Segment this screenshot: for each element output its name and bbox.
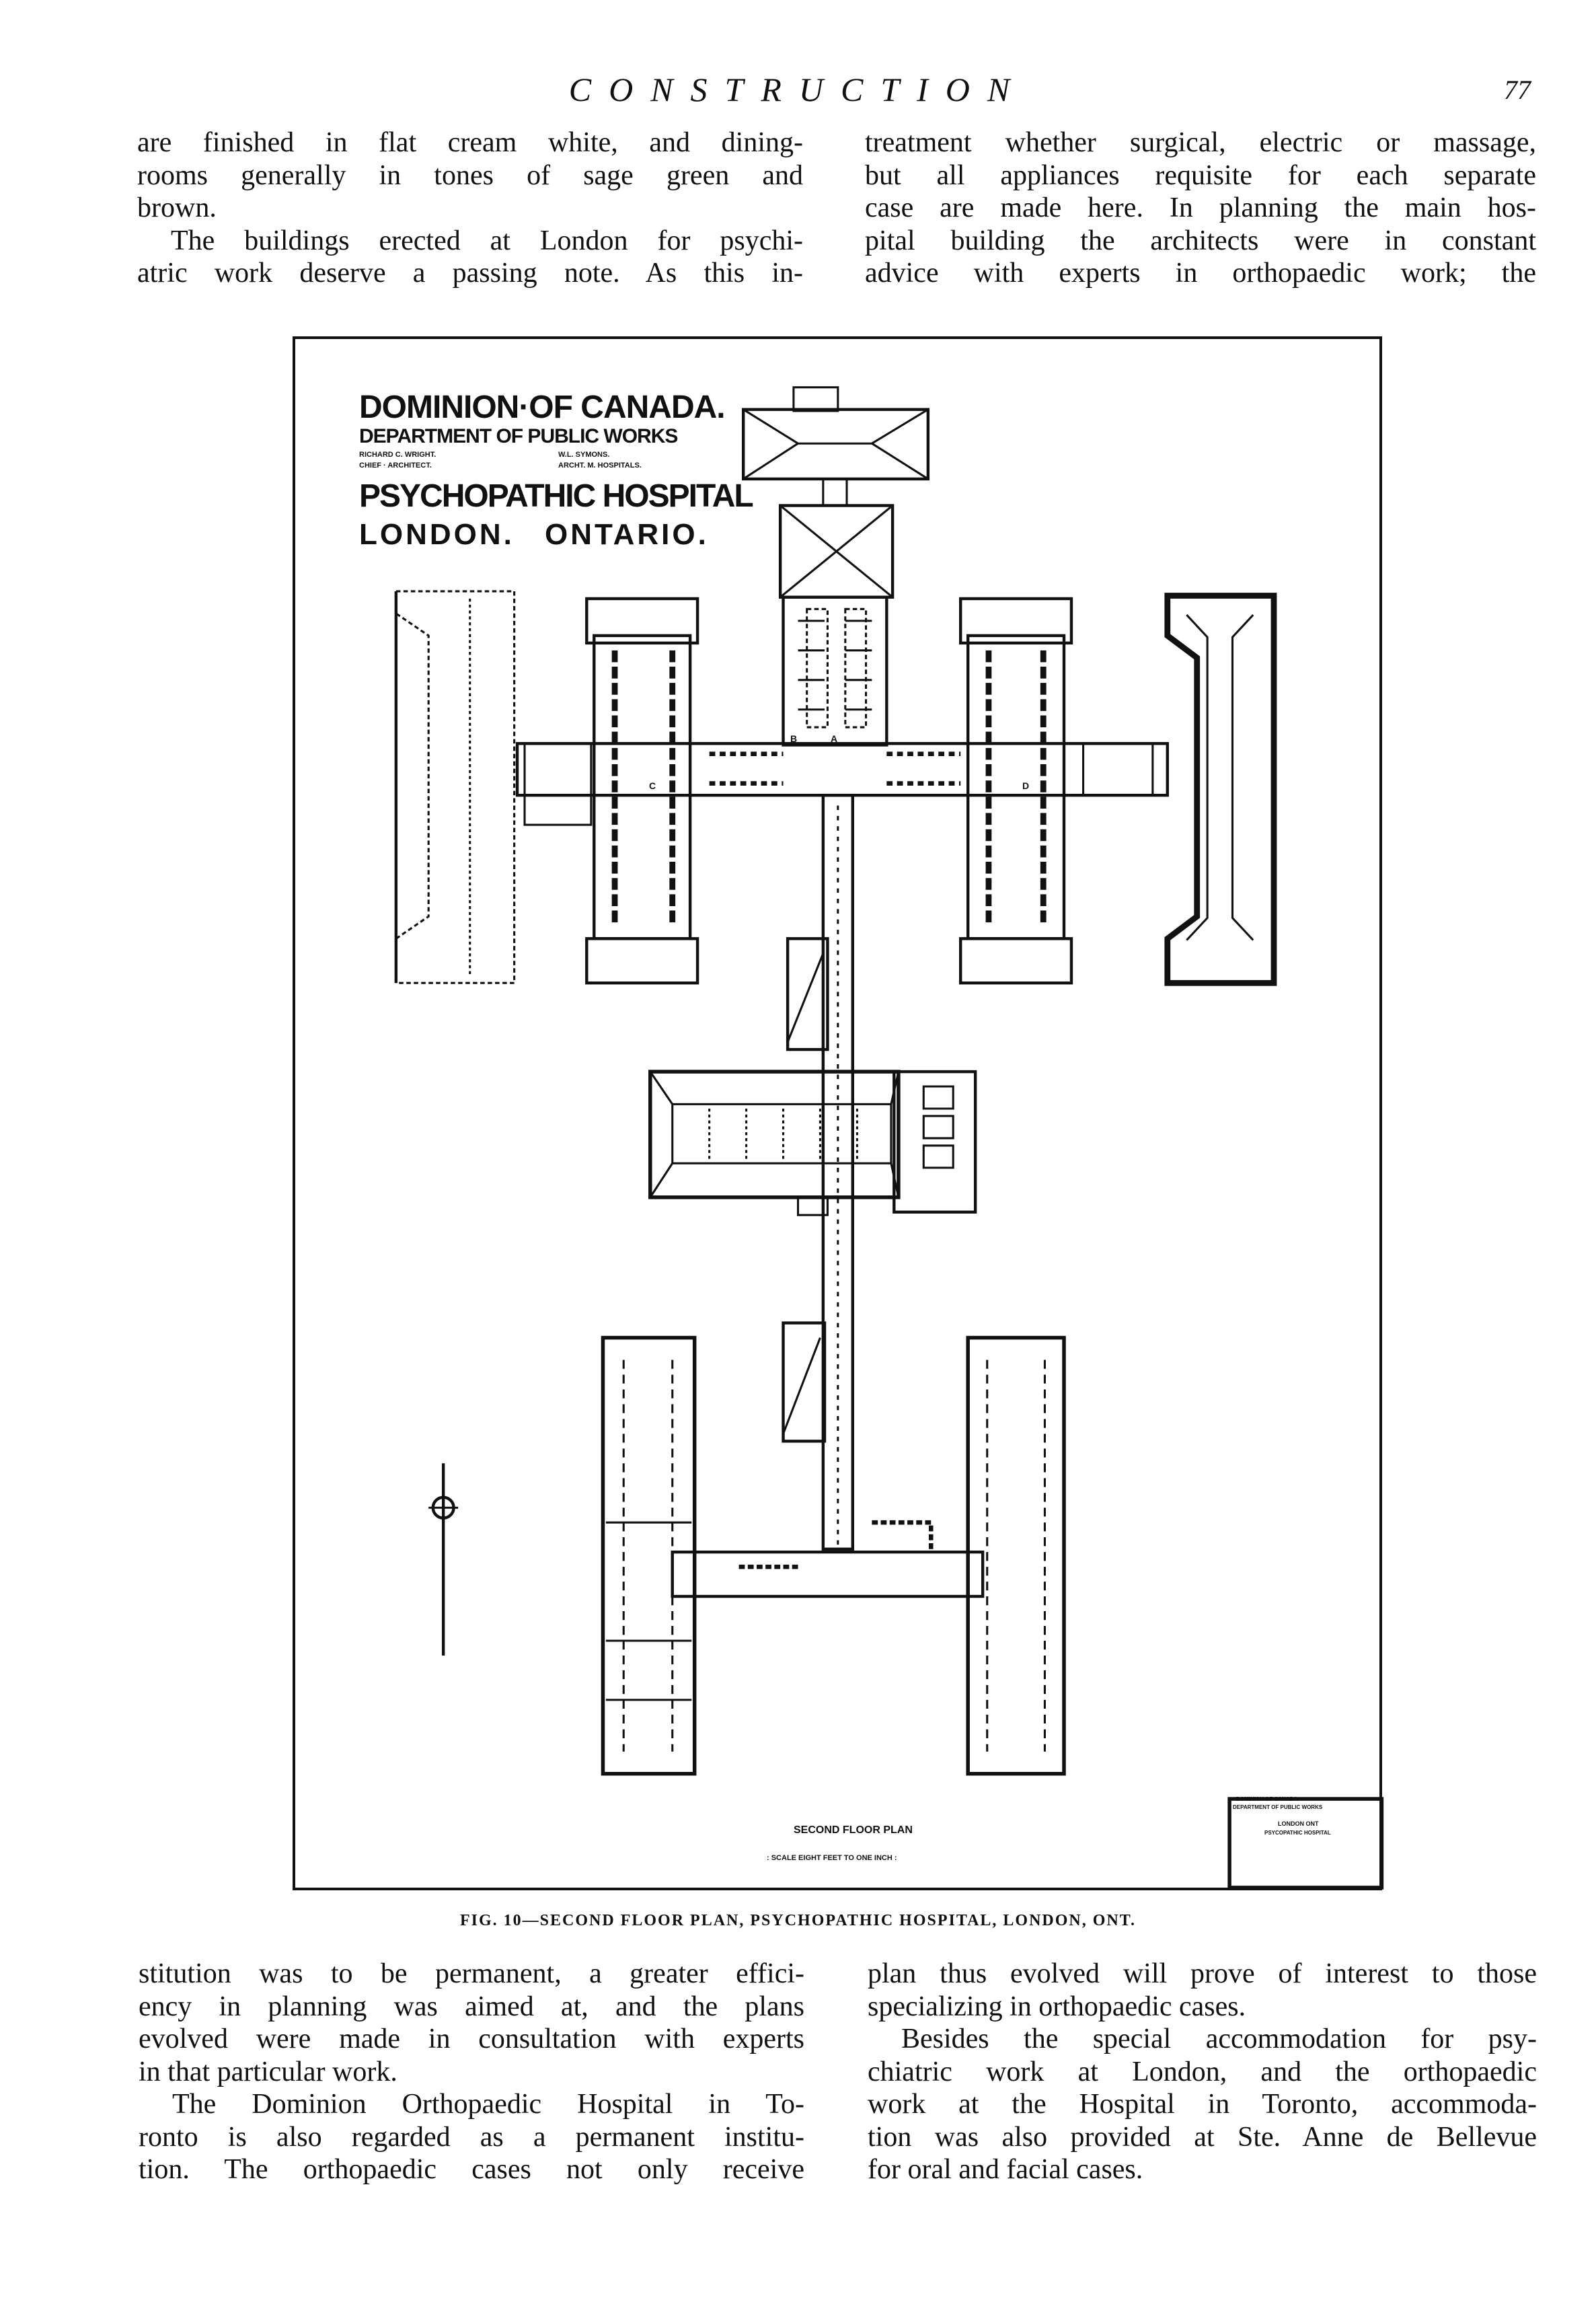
south-cross-corridor [671,1520,985,1598]
wing-label-a: A [831,733,838,744]
title-block-city: LONDON. [359,518,515,551]
text-line: in that particular work. [139,2056,397,2087]
stamp-line: LONDON ONT [1278,1820,1319,1827]
wing-label-b: B [790,733,798,744]
figure-caption: FIG. 10—SECOND FLOOR PLAN, PSYCHOPATHIC … [460,1912,1136,1929]
bottom-right-column: plan thus evolved will prove of interest… [868,1958,1537,2186]
text-line: but all appliances requisite for each se… [865,159,1536,191]
page-number: 77 [1504,75,1531,105]
service-building [648,1070,977,1216]
text-line: for oral and facial cases. [868,2154,1143,2185]
east-ward-wing [958,597,1073,985]
text-line: treatment whether surgical, electric or … [865,127,1536,158]
scale-note: : SCALE EIGHT FEET TO ONE INCH : [767,1854,897,1862]
wing-label-c: C [649,780,656,791]
east-pavilion-roof [1164,593,1277,986]
top-left-column: are finished in flat cream white, and di… [137,126,803,290]
drawing-title: SECOND FLOOR PLAN [794,1824,913,1836]
text-line: atric work deserve a passing note. As th… [137,258,803,289]
text-line: The buildings erected at London for psyc… [171,225,803,256]
text-line: rooms generally in tones of sage green a… [137,159,803,191]
text-line: pital building the architects were in co… [865,225,1536,256]
credit-right-name: W.L. SYMONS. [558,451,610,459]
south-west-wing [601,1335,697,1776]
text-line: case are made here. In planning the main… [865,192,1536,223]
stamp-line: PSYCOPATHIC HOSPITAL [1264,1830,1331,1836]
north-arrow-icon [428,1463,459,1656]
center-ward-block [782,595,888,747]
text-line: tion was also provided at Ste. Anne de B… [868,2121,1537,2153]
text-line: specializing in orthopaedic cases. [868,1991,1246,2022]
title-block-dominion: DOMINION·OF CANADA. [359,389,726,425]
text-line: tion. The orthopaedic cases not only rec… [139,2154,804,2185]
title-block-hospital: PSYCHOPATHIC HOSPITAL [359,478,754,514]
text-line: ency in planning was aimed at, and the p… [139,1991,804,2022]
title-block-province: ONTARIO. [545,518,709,551]
text-line: stitution was to be permanent, a greater… [139,1958,804,1989]
text-line: are finished in flat cream white, and di… [137,127,803,158]
text-line: work at the Hospital in Toronto, accommo… [868,2089,1537,2120]
text-line: advice with experts in orthopaedic work;… [865,258,1536,289]
credit-left-name: RICHARD C. WRIGHT. [359,451,436,459]
credit-right-role: ARCHT. M. HOSPITALS. [558,461,642,470]
running-header: CONSTRUCTION [568,71,1028,108]
floor-plan-frame [293,336,1382,1890]
west-pavilion-outline [394,590,516,984]
stamp-line: DEPARTMENT OF PUBLIC WORKS [1233,1804,1323,1810]
text-line: ronto is also regarded as a permanent in… [139,2121,804,2153]
bottom-left-column: stitution was to be permanent, a greater… [139,1958,804,2186]
text-line: chiatric work at London, and the orthopa… [868,2056,1537,2087]
text-line: The Dominion Orthopaedic Hospital in To- [172,2089,804,2120]
text-line: brown. [137,192,217,223]
wing-label-d: D [1022,780,1030,791]
approval-stamp-box [1227,1797,1384,1890]
text-line: Besides the special accommodation for ps… [901,2024,1537,2054]
top-right-column: treatment whether surgical, electric or … [865,126,1536,290]
stamp-line: DOMINION OF CANADA [1236,1796,1298,1802]
credit-left-role: CHIEF · ARCHITECT. [359,461,432,470]
title-block-department: DEPARTMENT OF PUBLIC WORKS [359,425,678,447]
north-pavilion-roof [742,386,930,599]
central-corridor [782,793,854,1551]
text-line: evolved were made in consultation with e… [139,2024,804,2054]
west-ward-wing [585,597,699,985]
south-east-wing [966,1335,1066,1776]
text-line: plan thus evolved will prove of interest… [868,1958,1537,1989]
